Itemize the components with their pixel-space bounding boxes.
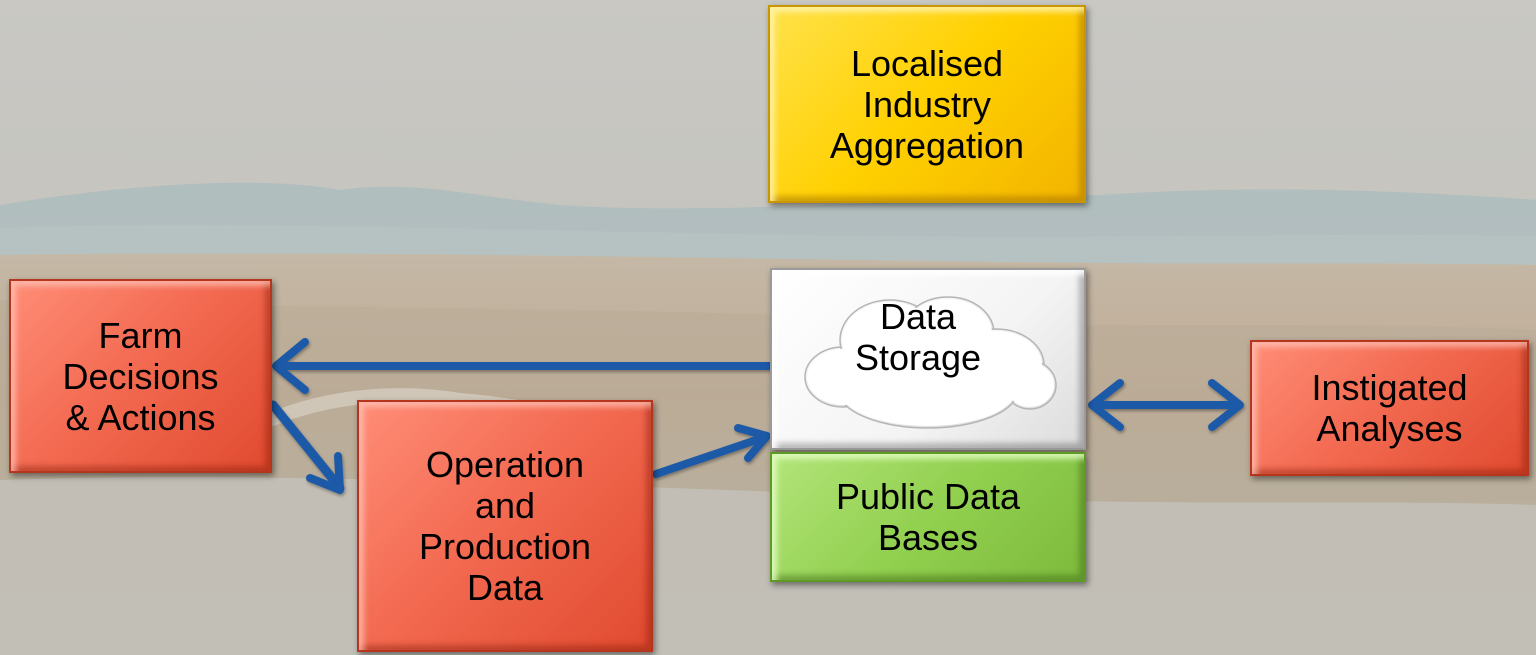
data-storage-line2: Storage bbox=[854, 337, 982, 378]
localised-label-line1: Localised bbox=[850, 42, 1004, 84]
data-storage-line1: Data bbox=[879, 296, 957, 337]
farm-line2: Decisions bbox=[62, 355, 219, 397]
operation-line4: Data bbox=[466, 567, 544, 608]
localised-label-line3: Aggregation bbox=[829, 124, 1025, 166]
cloud-icon bbox=[804, 296, 1057, 429]
public-data-line2: Bases bbox=[877, 517, 979, 558]
data-storage-label: Data Storage bbox=[798, 296, 1038, 378]
farm-line3: & Actions bbox=[65, 396, 216, 438]
operation-line1: Operation bbox=[425, 444, 585, 485]
farm-decisions-box: Farm Decisions & Actions bbox=[9, 279, 272, 473]
public-data-line1: Public Data bbox=[835, 476, 1021, 517]
localised-industry-aggregation-box: Localised Industry Aggregation bbox=[768, 5, 1086, 203]
public-data-bases-box: Public Data Bases bbox=[770, 452, 1086, 582]
instigated-line1: Instigated bbox=[1311, 367, 1468, 408]
operation-production-data-box: Operation and Production Data bbox=[357, 400, 653, 652]
operation-line2: and bbox=[474, 485, 536, 526]
operation-line3: Production bbox=[418, 526, 592, 567]
farm-line1: Farm bbox=[98, 314, 183, 356]
instigated-line2: Analyses bbox=[1316, 408, 1463, 449]
instigated-analyses-box: Instigated Analyses bbox=[1250, 340, 1529, 476]
localised-label-line2: Industry bbox=[862, 83, 992, 125]
